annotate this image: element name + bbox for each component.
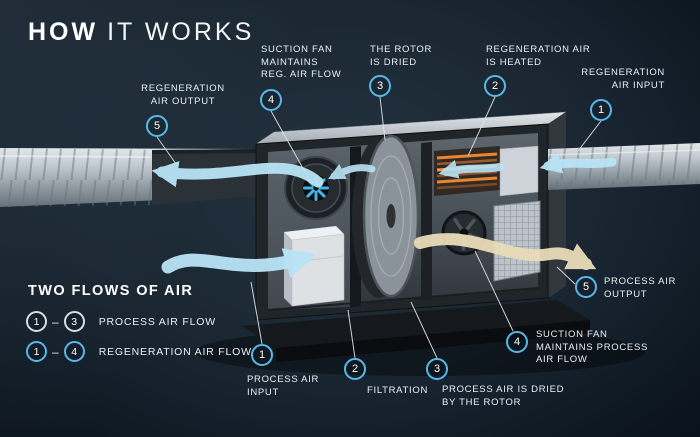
heater-flow-arrow: [438, 159, 504, 179]
callout-badge-1-top: 1: [590, 99, 612, 121]
badge-number: 4: [71, 345, 78, 358]
callout-process-air-dried-label: PROCESS AIR IS DRIED BY THE ROTOR: [442, 384, 565, 408]
callout-regen-air-output-label: REGENERATION AIR OUTPUT: [141, 83, 225, 107]
callout-badge-2-bottom: 2: [344, 358, 366, 380]
badge-number: 3: [433, 363, 441, 375]
badge-number: 5: [582, 281, 590, 293]
process-air-output-arrow: [414, 233, 597, 270]
badge-number: 1: [597, 104, 605, 116]
callout-suction-fan-reg-label: SUCTION FAN MAINTAINS REG. AIR FLOW: [261, 44, 342, 81]
page-title-bold: HOW: [28, 18, 99, 46]
unit-right-face: [548, 112, 566, 298]
badge-number: 2: [491, 80, 499, 92]
mesh-panel: [493, 200, 541, 282]
legend-process-air-flow: 1 – 3 PROCESS AIR FLOW: [26, 311, 216, 332]
air-flow-arrows: [151, 152, 617, 279]
callout-badge-4-bottom: 4: [506, 331, 528, 353]
callout-badge-1-bottom: 1: [251, 344, 273, 366]
badge-number: 5: [153, 120, 161, 132]
callout-badge-4-top: 4: [260, 89, 282, 111]
callout-rotor-dried-label: THE ROTOR IS DRIED: [370, 44, 433, 68]
callout-badge-3-top: 3: [369, 75, 391, 97]
badge-number: 3: [71, 315, 78, 328]
legend-dash: –: [52, 314, 59, 329]
callout-process-air-output-label: PROCESS AIR OUTPUT: [604, 276, 677, 300]
callout-filtration-label: FILTRATION: [367, 385, 429, 396]
regeneration-output-arrow: [151, 161, 324, 188]
badge-number: 2: [351, 363, 359, 375]
legend-dash: –: [52, 344, 59, 359]
badge-number: 1: [33, 315, 40, 328]
legend-heading: TWO FLOWS OF AIR: [28, 283, 194, 299]
process-air-input-arrow: [161, 248, 316, 279]
callout-regen-air-heated-label: REGENERATION AIR IS HEATED: [486, 44, 591, 68]
callout-badge-3-bottom: 3: [426, 358, 448, 380]
callout-suction-fan-process-label: SUCTION FAN MAINTAINS PROCESS AIR FLOW: [536, 329, 649, 366]
divider-right: [421, 142, 432, 301]
callout-badge-5-top: 5: [146, 115, 168, 137]
legend-badge-1-white: 1: [26, 311, 47, 332]
badge-number: 4: [267, 94, 275, 106]
page-title-rest: IT WORKS: [107, 18, 255, 46]
regen-inlet-box: [499, 145, 539, 197]
page-title: HOW IT WORKS: [28, 18, 254, 47]
legend-badge-1-blue: 1: [26, 341, 47, 362]
legend-badge-4-blue: 4: [63, 341, 85, 362]
right-duct: [547, 143, 700, 190]
legend-badge-3-white: 3: [63, 311, 85, 332]
legend-regeneration-air-flow-label: REGENERATION AIR FLOW: [98, 345, 252, 358]
badge-number: 1: [258, 349, 266, 361]
callout-badge-5-bottom: 5: [575, 276, 597, 298]
leader-lines: [156, 96, 602, 359]
callout-process-air-input-label: PROCESS AIR INPUT: [247, 374, 320, 398]
legend-regeneration-air-flow: 1 – 4 REGENERATION AIR FLOW: [26, 341, 252, 362]
regeneration-input-arrow: [539, 152, 617, 174]
badge-number: 4: [513, 336, 521, 348]
callout-badge-2-top: 2: [484, 75, 506, 97]
badge-number: 1: [33, 345, 40, 358]
legend-process-air-flow-label: PROCESS AIR FLOW: [98, 315, 216, 328]
rotor: [352, 134, 420, 298]
badge-number: 3: [376, 80, 384, 92]
rotor-to-fan-arrow: [327, 163, 376, 180]
callout-regen-air-input-label: REGENERATION AIR INPUT: [581, 67, 665, 91]
